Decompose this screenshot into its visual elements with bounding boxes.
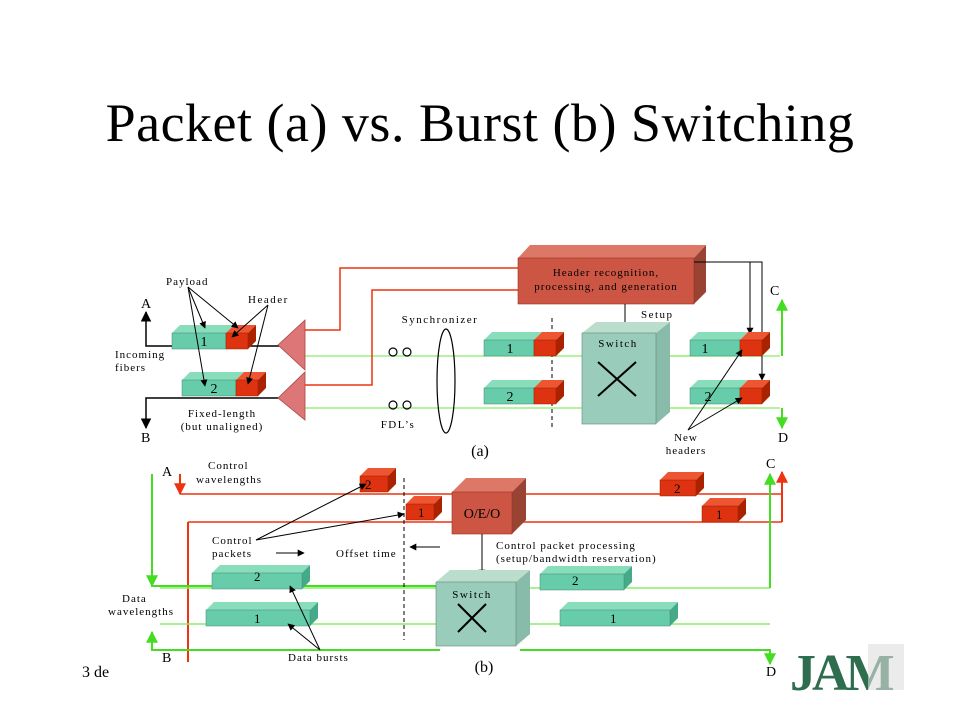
data-burst-in-1 xyxy=(205,602,318,627)
slide-title: Packet (a) vs. Burst (b) Switching xyxy=(105,93,855,153)
data-burst-in-2 xyxy=(211,565,310,590)
data-input-b xyxy=(146,630,440,651)
packet-label: 1 xyxy=(507,342,514,357)
control-wl-line2: wavelengths xyxy=(196,474,262,486)
packet-sync-2 xyxy=(483,380,564,405)
packet-label: 2 xyxy=(211,382,218,397)
part-a-label: (a) xyxy=(471,443,489,460)
output-c-label-a: C xyxy=(770,284,779,299)
annotation-arrows-a xyxy=(187,286,743,431)
control-link-lower xyxy=(305,289,518,386)
output-d-label-b: D xyxy=(766,665,776,680)
cp-processing-line2: (setup/bandwidth reservation) xyxy=(496,553,657,565)
processor-label-line1: Header recognition, xyxy=(553,267,659,279)
incoming-label-line2: fibers xyxy=(115,362,146,374)
packet-output-1 xyxy=(689,332,770,357)
part-b: A B Control wavelengths Control packets … xyxy=(108,457,788,680)
data-output-d xyxy=(520,649,776,666)
offset-time-label: Offset time xyxy=(336,548,397,560)
control-wl-line1: Control xyxy=(208,460,249,472)
data-wl-line1: Data xyxy=(122,593,147,605)
part-a: Header recognition, processing, and gene… xyxy=(115,245,788,460)
input-a-label: A xyxy=(141,297,152,312)
payload-label: Payload xyxy=(166,276,208,288)
jam-logo: JAM xyxy=(790,644,904,702)
control-packets-line2: packets xyxy=(212,548,252,560)
header-processor-box xyxy=(517,245,706,305)
control-packet-out-1 xyxy=(701,498,746,523)
setup-label: Setup xyxy=(641,309,674,321)
input-a-label-b: A xyxy=(162,465,173,480)
control-packet-in-1 xyxy=(405,496,442,521)
packet-input-1 xyxy=(171,325,256,350)
packet-label: 2 xyxy=(705,390,712,405)
burst-label: 2 xyxy=(674,481,681,496)
fdl-label: FDL’s xyxy=(381,419,416,431)
output-d-label-a: D xyxy=(778,431,788,446)
new-headers-line1: New xyxy=(674,432,698,444)
burst-label: 1 xyxy=(254,611,261,626)
new-headers-line2: headers xyxy=(666,445,707,457)
control-packets-line1: Control xyxy=(212,535,253,547)
data-burst-out-2 xyxy=(539,566,632,591)
burst-label: 2 xyxy=(365,477,372,492)
input-b-label: B xyxy=(141,431,150,446)
switch-box-a xyxy=(581,322,670,425)
demux-upper xyxy=(277,319,306,371)
annotation-arrows-b xyxy=(255,483,440,651)
oeo-box xyxy=(451,478,526,535)
packet-label: 1 xyxy=(702,342,709,357)
control-packet-out-2 xyxy=(659,472,704,497)
cp-processing-line1: Control packet processing xyxy=(496,540,636,552)
part-b-label: (b) xyxy=(475,659,494,676)
incoming-label-line1: Incoming xyxy=(115,349,165,361)
burst-label: 2 xyxy=(254,569,261,584)
header-label: Header xyxy=(248,294,289,306)
packet-output-2 xyxy=(689,380,770,405)
burst-label: 1 xyxy=(418,505,425,520)
switch-box-b xyxy=(435,570,530,647)
burst-label: 1 xyxy=(716,507,723,522)
demux-lower xyxy=(277,371,306,421)
synchronizer-label: Synchronizer xyxy=(402,314,479,326)
packet-sync-1 xyxy=(483,332,564,357)
packet-label: 1 xyxy=(201,335,208,350)
switch-label-b: Switch xyxy=(452,589,492,601)
input-fiber-b xyxy=(140,397,300,430)
control-packet-in-2 xyxy=(359,468,396,493)
processor-label-line2: processing, and generation xyxy=(534,281,678,293)
control-link-upper xyxy=(305,267,518,331)
switch-label-a: Switch xyxy=(598,338,638,350)
data-burst-out-1 xyxy=(559,602,678,627)
packet-label: 2 xyxy=(507,390,514,405)
packet-input-2 xyxy=(181,372,266,397)
data-wl-line2: wavelengths xyxy=(108,606,174,618)
burst-label: 1 xyxy=(610,611,617,626)
data-bursts-label: Data bursts xyxy=(288,652,349,664)
fixed-length-line2: (but unaligned) xyxy=(181,421,264,433)
input-b-label-b: B xyxy=(162,651,171,666)
oeo-label: O/E/O xyxy=(464,507,501,522)
page-number: 3 de xyxy=(82,664,110,681)
output-c-label-b: C xyxy=(766,457,775,472)
fdl-coils xyxy=(388,347,412,410)
fixed-length-line1: Fixed-length xyxy=(188,408,256,420)
burst-label: 2 xyxy=(572,573,579,588)
synchronizer-ellipse xyxy=(436,328,456,434)
